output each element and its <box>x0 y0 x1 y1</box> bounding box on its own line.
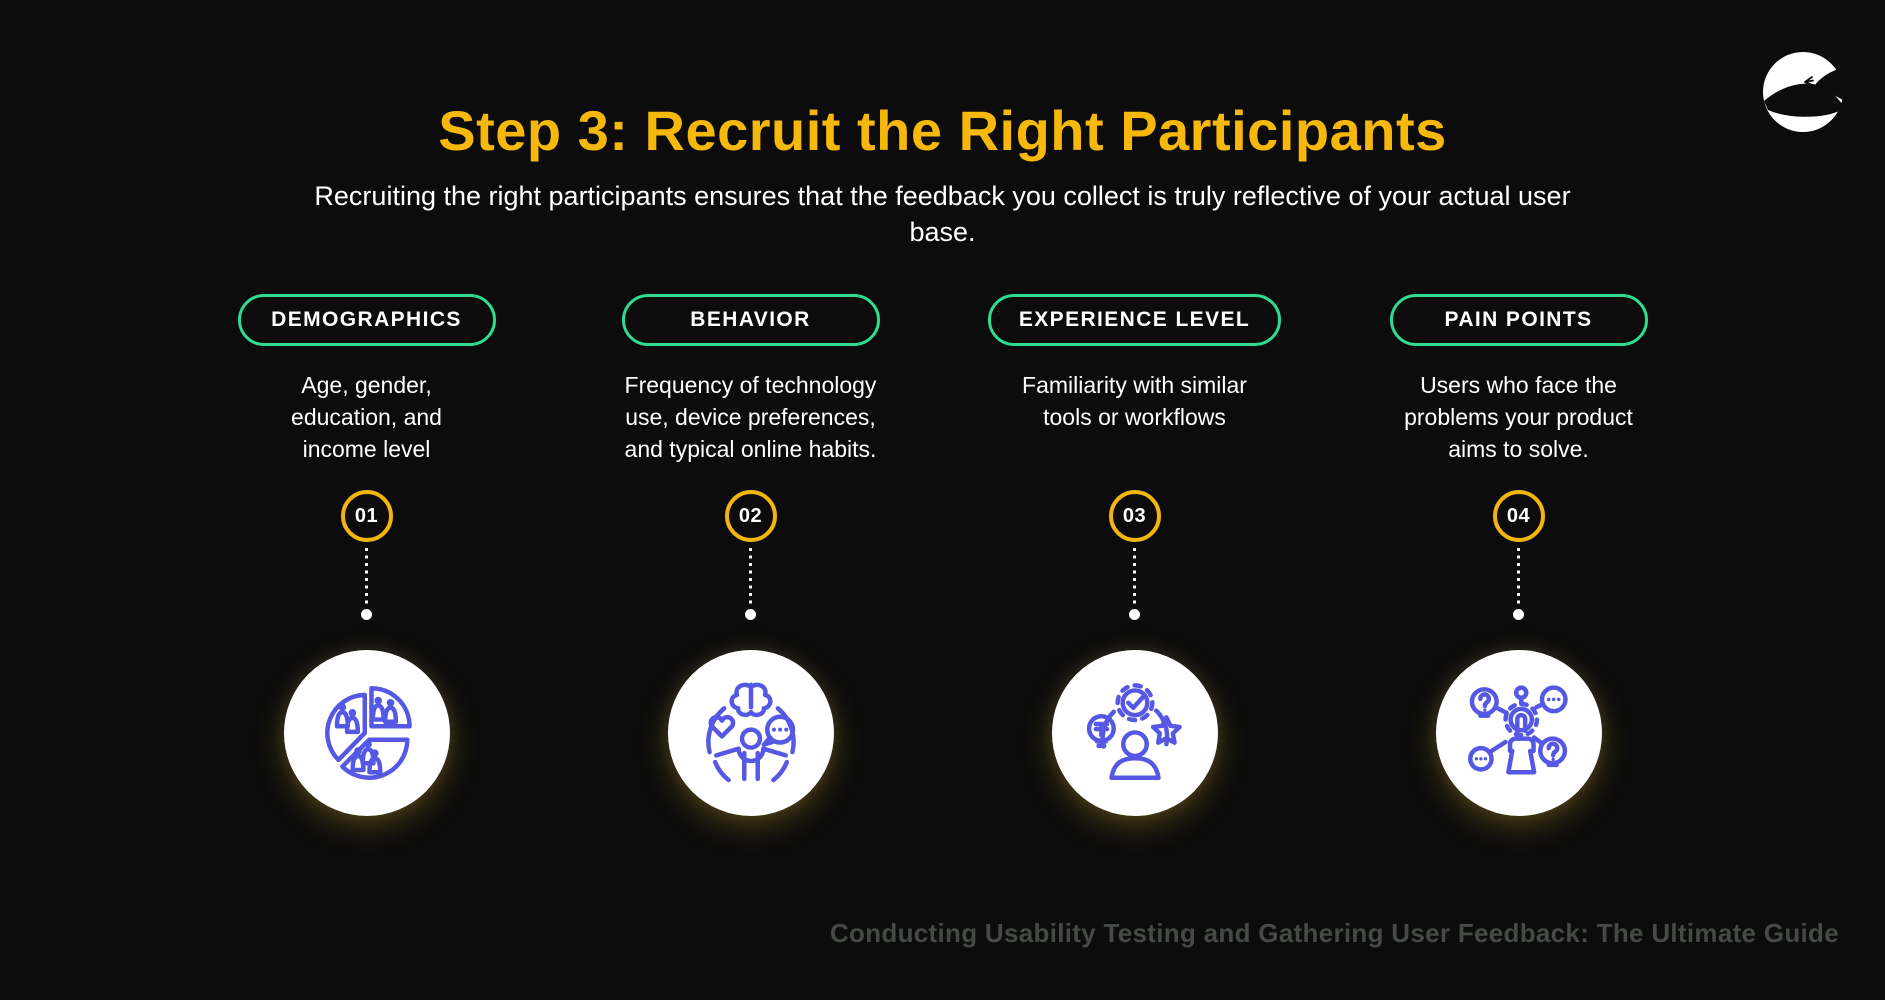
gear-check-bulb-star-person-icon <box>1086 683 1182 781</box>
category-pill: DEMOGRAPHICS <box>237 294 496 347</box>
column-behavior: BEHAVIOR Frequency of technology use, de… <box>575 294 927 817</box>
connector-end-dot <box>1129 609 1140 621</box>
step-number: 02 <box>738 504 763 527</box>
category-columns: DEMOGRAPHICS Age, gender, education, and… <box>0 294 1885 817</box>
dotted-connector <box>749 548 752 607</box>
category-description: Familiarity with similar tools or workfl… <box>1022 372 1247 430</box>
connector-end-dot <box>361 609 372 621</box>
icon-circle <box>1051 650 1218 817</box>
dotted-connector <box>1517 548 1520 607</box>
category-pill: BEHAVIOR <box>621 294 880 347</box>
category-pill: EXPERIENCE LEVEL <box>987 294 1282 347</box>
step-number-badge: 02 <box>724 490 777 543</box>
brand-logo <box>1763 52 1843 132</box>
category-label: PAIN POINTS <box>1444 308 1593 332</box>
column-pain-points: PAIN POINTS Users who face the problems … <box>1343 294 1695 817</box>
person-brain-heart-chat-icon <box>705 682 796 783</box>
connector-end-dot <box>1513 609 1524 621</box>
category-pill: PAIN POINTS <box>1389 294 1648 347</box>
column-demographics: DEMOGRAPHICS Age, gender, education, and… <box>191 294 543 817</box>
icon-circle <box>283 650 450 817</box>
category-label: EXPERIENCE LEVEL <box>1018 308 1251 332</box>
column-experience-level: EXPERIENCE LEVEL Familiarity with simila… <box>959 294 1311 817</box>
category-label: DEMOGRAPHICS <box>271 308 462 332</box>
dotted-connector <box>1133 548 1136 607</box>
step-number-badge: 04 <box>1492 490 1545 543</box>
page-subtitle: Recruiting the right participants ensure… <box>314 181 1571 247</box>
footer-caption: Conducting Usability Testing and Gatheri… <box>829 918 1839 948</box>
gecko-logo-icon <box>1763 52 1843 132</box>
step-number: 04 <box>1506 504 1531 527</box>
step-number: 03 <box>1122 504 1147 527</box>
pie-chart-people-icon <box>324 686 412 781</box>
icon-circle <box>1435 650 1602 817</box>
step-number-badge: 03 <box>1108 490 1161 543</box>
icon-circle <box>667 650 834 817</box>
hand-gear-question-bulbs-icon <box>1467 685 1568 775</box>
category-description: Users who face the problems your product… <box>1404 372 1633 462</box>
category-label: BEHAVIOR <box>690 308 811 332</box>
page-title: Step 3: Recruit the Right Participants <box>438 99 1447 162</box>
category-description: Frequency of technology use, device pref… <box>624 372 877 462</box>
dotted-connector <box>365 548 368 607</box>
connector-end-dot <box>745 609 756 621</box>
category-description: Age, gender, education, and income level <box>291 372 442 462</box>
step-number: 01 <box>354 504 379 527</box>
step-number-badge: 01 <box>340 490 393 543</box>
